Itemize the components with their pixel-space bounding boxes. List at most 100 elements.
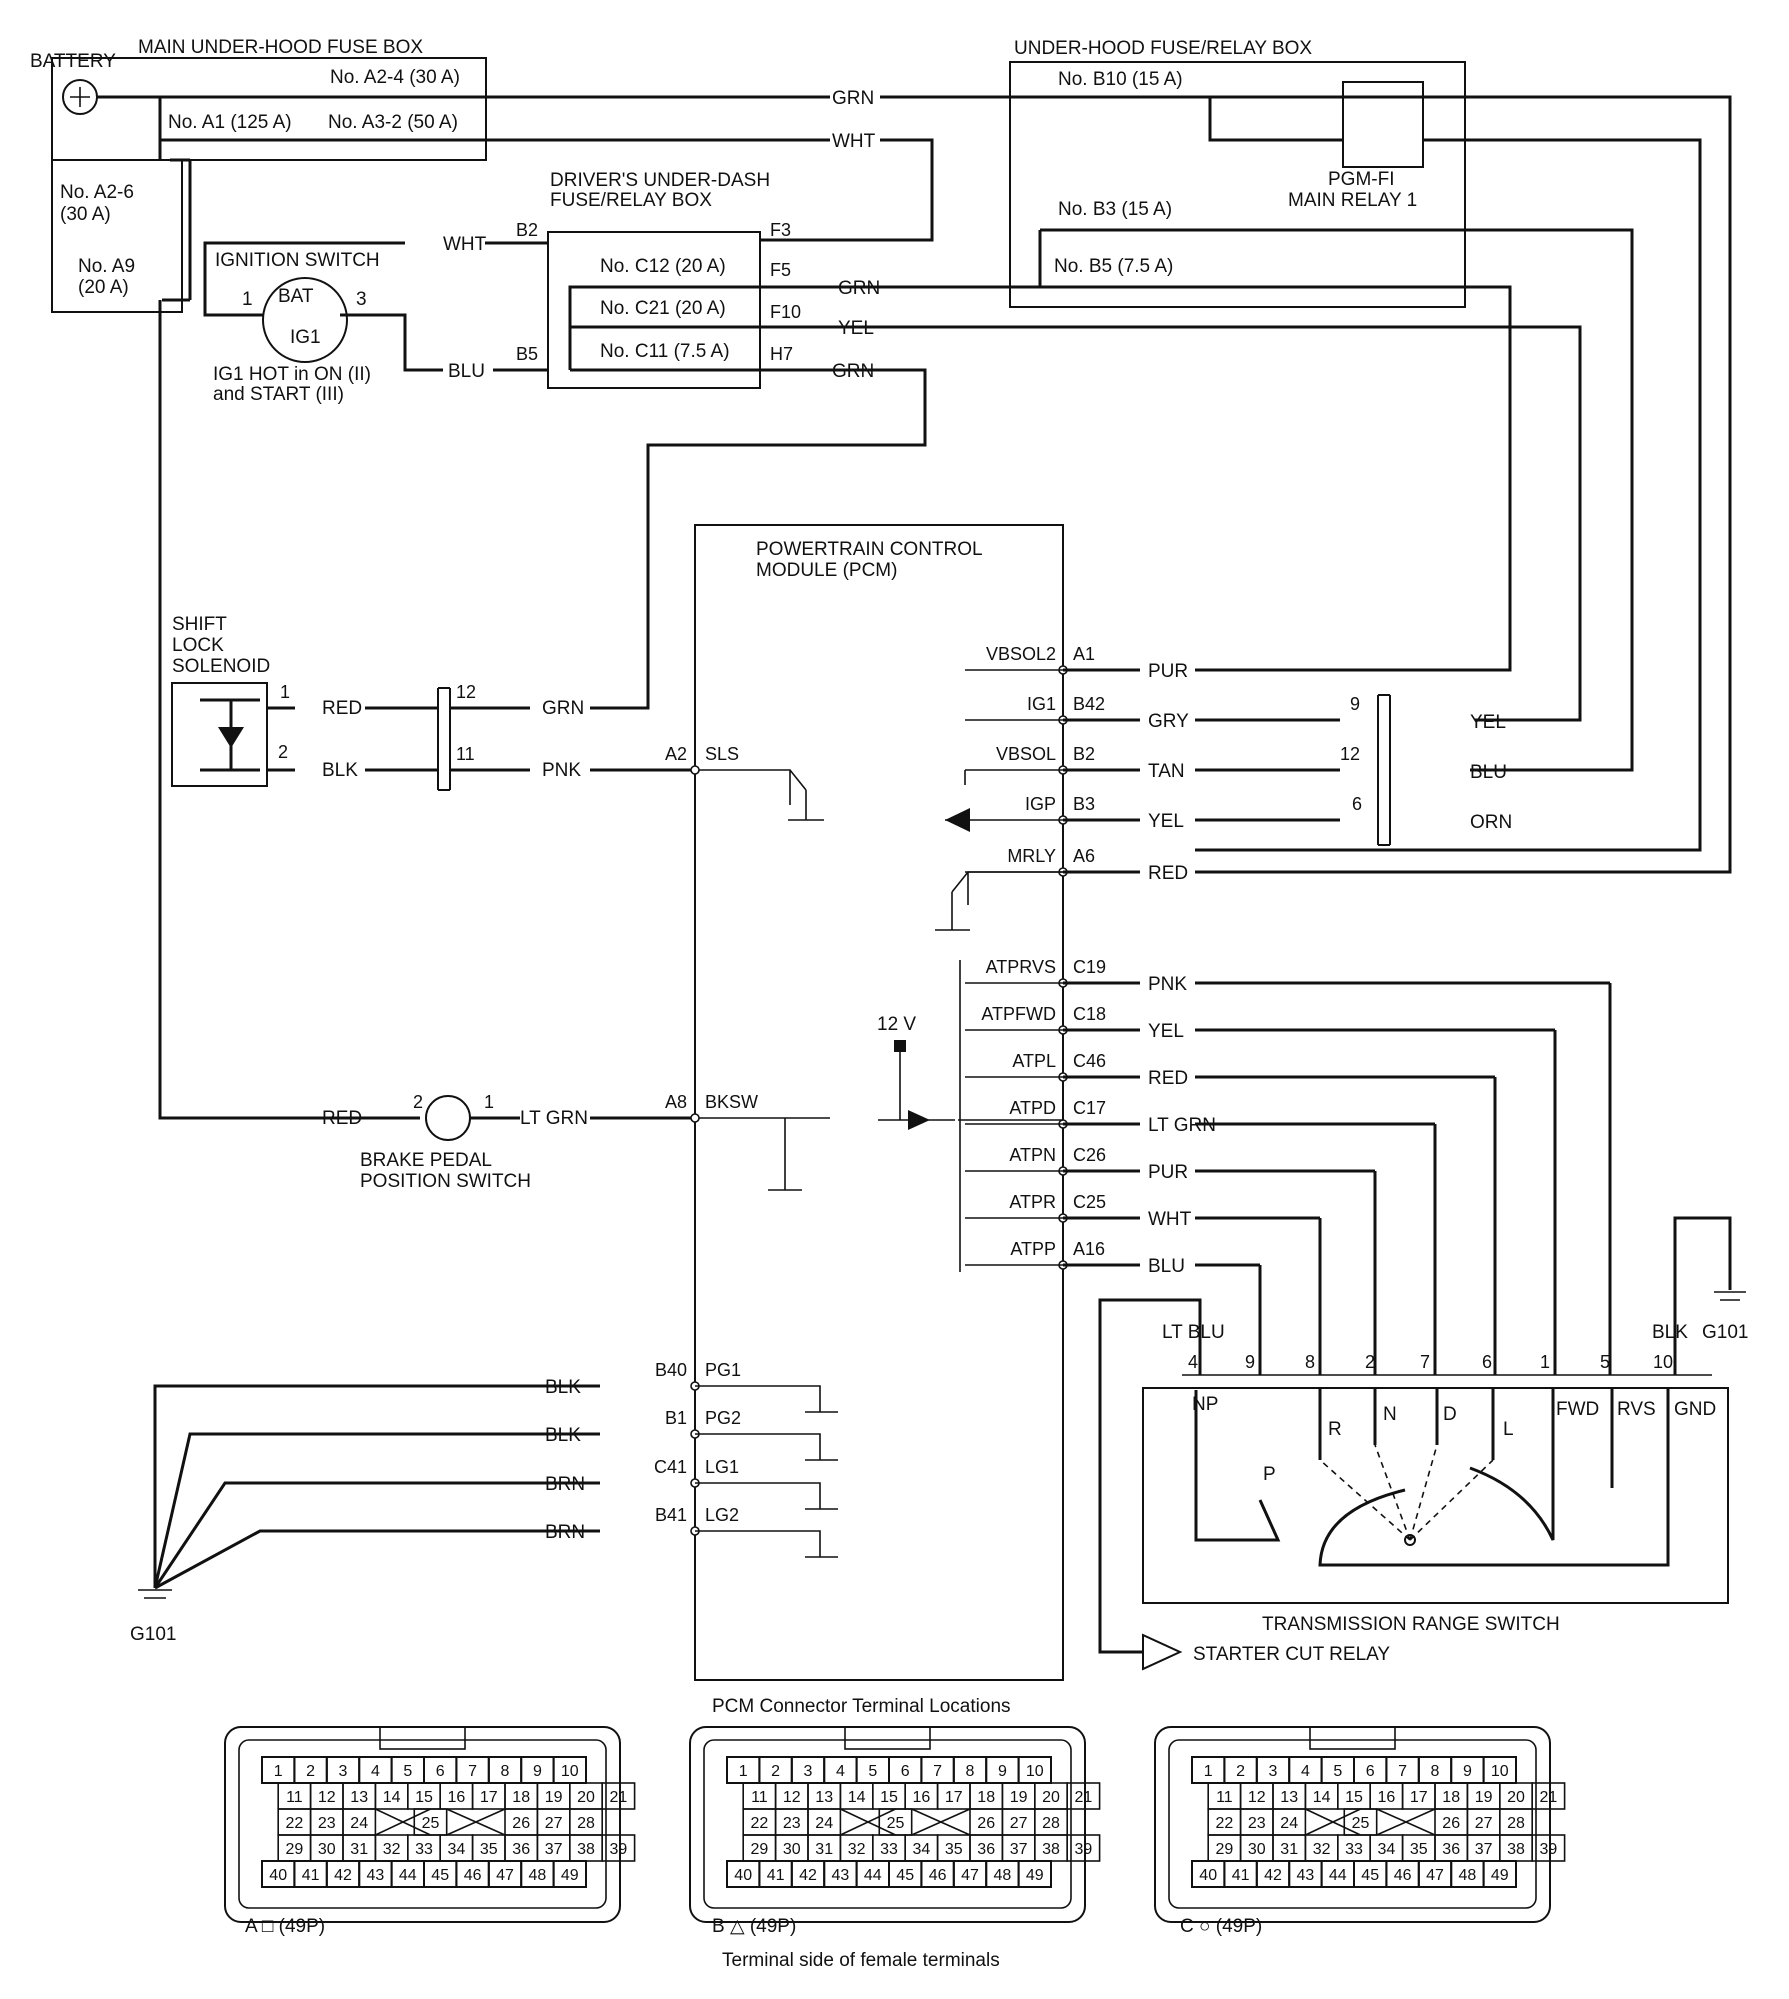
ground-left: G101 [130, 1624, 176, 1645]
connector-cell: 48 [529, 1867, 547, 1884]
connector-cell: 40 [734, 1867, 752, 1884]
connector-cell: 40 [1199, 1867, 1217, 1884]
fuse-c11: No. C11 (7.5 A) [600, 341, 730, 362]
connector-cell: 41 [767, 1867, 785, 1884]
connector-cell: 25 [422, 1815, 440, 1832]
connector-cell: 28 [1042, 1815, 1060, 1832]
voltage-terminal [894, 1040, 906, 1052]
pcm-sig-atpl: ATPL [1012, 1051, 1056, 1071]
brake-wire-red: RED [322, 1108, 362, 1129]
right-conn-pin-6: 6 [1352, 794, 1362, 814]
fuse-a9-rating: (20 A) [78, 277, 129, 298]
ignition-note-1: IG1 HOT in ON (II) [213, 364, 371, 385]
connector-cell: 3 [804, 1763, 813, 1780]
connector-cell: 16 [1378, 1789, 1396, 1806]
pcm-pin-a6: A6 [1073, 846, 1095, 866]
main-fuse-box-lower [51, 159, 183, 313]
wire-wht-top: WHT [832, 131, 876, 152]
right-conn-pin-9: 9 [1350, 694, 1360, 714]
connector-cell: 35 [1410, 1841, 1428, 1858]
connector-cell: 46 [1394, 1867, 1412, 1884]
pcm-sig-atpr: ATPR [1009, 1192, 1056, 1212]
connector-cell: 49 [1491, 1867, 1509, 1884]
battery-label: BATTERY [30, 51, 116, 72]
pcm-title-1: POWERTRAIN CONTROL [756, 539, 983, 560]
connector-cell: 45 [1361, 1867, 1379, 1884]
connector-cell: 27 [1475, 1815, 1493, 1832]
atpd-diode [908, 1110, 930, 1130]
connector-cell: 9 [1463, 1763, 1472, 1780]
trs-pin-4: 4 [1188, 1352, 1198, 1372]
connector-cell: 15 [415, 1789, 433, 1806]
shift-lock-out-grn: GRN [542, 698, 584, 719]
trs-pin-1: 1 [1540, 1352, 1550, 1372]
right-conn-pin-12: 12 [1340, 744, 1360, 764]
relay-box-title: UNDER-HOOD FUSE/RELAY BOX [1014, 38, 1312, 59]
pcm-pin-c41: C41 [654, 1457, 687, 1477]
dash-box-title-2: FUSE/RELAY BOX [550, 190, 712, 211]
pcm-pin-b2: B2 [1073, 744, 1095, 764]
connector-cell: 10 [1491, 1763, 1509, 1780]
trs-pin-6: 6 [1482, 1352, 1492, 1372]
connector-cell: 5 [868, 1763, 877, 1780]
shift-lock-out-pnk: PNK [542, 760, 581, 781]
connector-cell: 24 [1280, 1815, 1298, 1832]
shift-lock-conn-11: 11 [456, 744, 475, 764]
connector-cell: 25 [1352, 1815, 1370, 1832]
pcm-pin-c19: C19 [1073, 957, 1106, 977]
connector-cell: 23 [318, 1815, 336, 1832]
connector-b-name: B △ (49P) [712, 1916, 796, 1937]
connector-cell: 32 [383, 1841, 401, 1858]
pcm-wire-c46: RED [1148, 1068, 1188, 1089]
connector-cell: 2 [1236, 1763, 1245, 1780]
fuse-c21: No. C21 (20 A) [600, 298, 726, 319]
pcm-pin-c17: C17 [1073, 1098, 1106, 1118]
pcm-sig-lg2: LG2 [705, 1505, 739, 1525]
connector-cell: 41 [302, 1867, 320, 1884]
connector-cell: 26 [1442, 1815, 1460, 1832]
connector-cell: 14 [383, 1789, 401, 1806]
wire-grn-top: GRN [832, 88, 874, 109]
trs-title: TRANSMISSION RANGE SWITCH [1262, 1614, 1560, 1635]
fuse-c12: No. C12 (20 A) [600, 256, 726, 277]
connector-cell: 35 [480, 1841, 498, 1858]
pcm-pin-b1: B1 [665, 1408, 687, 1428]
trs-pin-7: 7 [1420, 1352, 1430, 1372]
trs-blk: BLK [1652, 1322, 1688, 1343]
relay-box-wires [880, 97, 1702, 852]
ignition-wire-bat [203, 241, 405, 317]
connector-cell: 31 [815, 1841, 833, 1858]
pcm-ground-wire-4: BRN [545, 1474, 585, 1495]
pcm-pin-c26: C26 [1073, 1145, 1106, 1165]
connector-cell: 36 [977, 1841, 995, 1858]
connector-cell: 23 [1248, 1815, 1266, 1832]
connector-cell: 46 [464, 1867, 482, 1884]
pcm-sig-sls: SLS [705, 744, 739, 764]
trs-pin-8: 8 [1305, 1352, 1315, 1372]
ignition-term-3: 3 [356, 289, 367, 310]
starter-cut-relay: STARTER CUT RELAY [1193, 1644, 1390, 1665]
trs-pos-l: L [1503, 1419, 1514, 1440]
shift-lock-conn-12: 12 [456, 682, 476, 702]
pcm-wire-b2: TAN [1148, 761, 1185, 782]
main-relay-label-1: PGM-FI [1328, 169, 1395, 190]
pcm-wire-c19: PNK [1148, 974, 1187, 995]
connector-cell: 39 [1540, 1841, 1558, 1858]
connector-cell: 22 [286, 1815, 304, 1832]
pcm-ground-symbol [695, 1433, 838, 1461]
left-ground-wires [138, 1384, 600, 1599]
trs-inner-fwd: FWD [1556, 1399, 1599, 1420]
connector-cell: 36 [1442, 1841, 1460, 1858]
connector-cell: 41 [1232, 1867, 1250, 1884]
connector-cell: 22 [751, 1815, 769, 1832]
pcm-sig-pg1: PG1 [705, 1360, 741, 1380]
shift-lock-wire-blk: BLK [322, 760, 358, 781]
pcm-wire-c17: LT GRN [1148, 1115, 1216, 1136]
pcm-sig-pg2: PG2 [705, 1408, 741, 1428]
connector-cell: 7 [468, 1763, 477, 1780]
trs-pin-10: 10 [1653, 1352, 1673, 1372]
dash-box-title-1: DRIVER'S UNDER-DASH [550, 170, 770, 191]
trs-pos-d: D [1443, 1404, 1457, 1425]
